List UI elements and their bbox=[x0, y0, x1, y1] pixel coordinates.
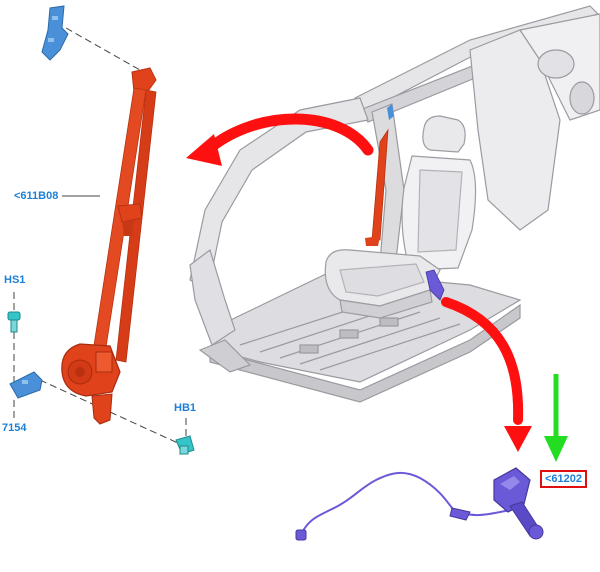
green-pointer-arrow bbox=[544, 374, 568, 462]
leader-lines bbox=[13, 27, 187, 445]
label-buckle-highlighted[interactable]: <61202 bbox=[540, 470, 588, 488]
label-hs1[interactable]: HS1 bbox=[4, 274, 26, 286]
callout-arrow-to-buckle bbox=[441, 297, 532, 452]
upper-guide-bracket bbox=[41, 5, 69, 61]
hs1-bolt bbox=[7, 311, 21, 333]
callout-arrow-to-belt bbox=[186, 113, 374, 166]
label-hb1[interactable]: HB1 bbox=[174, 402, 197, 414]
installed-belt-illustration bbox=[365, 104, 394, 246]
lower-anchor-bracket bbox=[9, 371, 43, 399]
hb1-bolt bbox=[175, 435, 195, 455]
seat-illustration bbox=[324, 115, 477, 319]
seat-belt-assembly bbox=[61, 67, 157, 425]
label-belt-assembly[interactable]: <611B08 bbox=[14, 190, 59, 202]
vehicle-body-illustration bbox=[189, 5, 600, 403]
seat-belt-buckle-assembly bbox=[295, 467, 544, 541]
label-anchor-bracket[interactable]: 7154 bbox=[2, 422, 27, 434]
installed-buckle-illustration bbox=[425, 269, 445, 301]
